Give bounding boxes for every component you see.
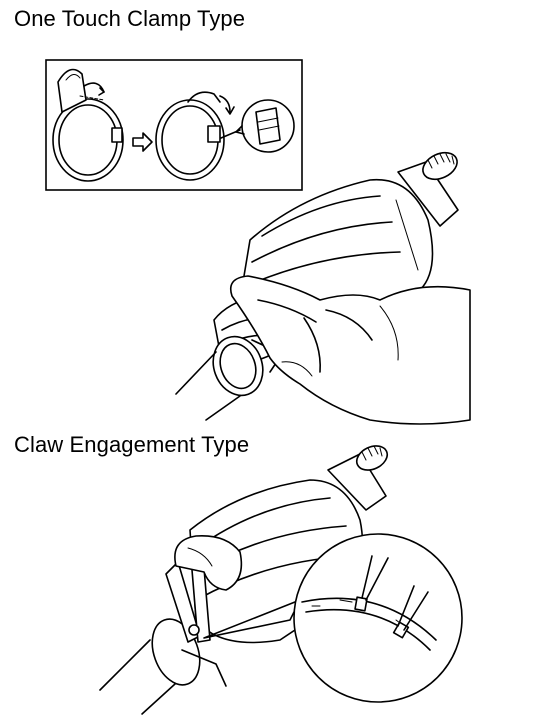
bottom-boot-assembly bbox=[99, 445, 463, 715]
spline-shaft-top bbox=[397, 151, 459, 227]
magnified-circle-callout-icon bbox=[235, 99, 295, 153]
clamp-closing-figure bbox=[155, 91, 241, 181]
spline-shaft-bottom bbox=[327, 445, 389, 511]
hollow-right-arrow-icon bbox=[132, 132, 153, 152]
claw-engagement-heading: Claw Engagement Type bbox=[14, 432, 250, 457]
clamp-procedure-inset bbox=[45, 59, 303, 191]
one-touch-clamp-heading: One Touch Clamp Type bbox=[14, 6, 246, 31]
claw-detail-callout bbox=[293, 533, 463, 703]
clamp-open-figure bbox=[52, 68, 124, 182]
top-boot-assembly bbox=[175, 151, 471, 425]
pliers bbox=[165, 561, 211, 643]
